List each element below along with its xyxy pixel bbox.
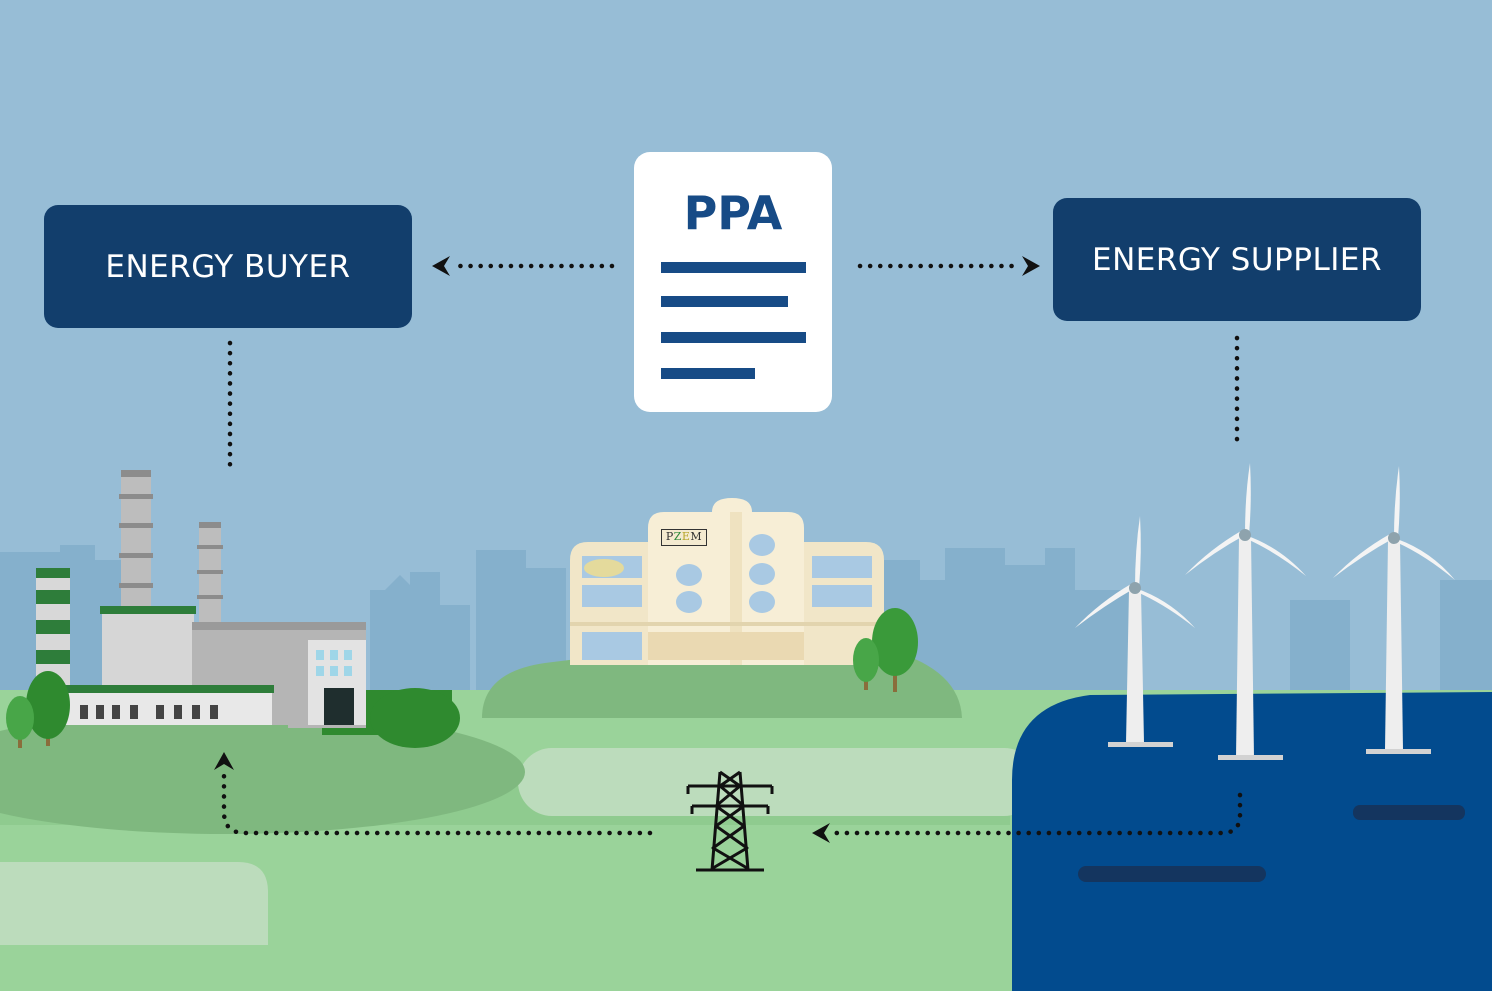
office-building (570, 498, 884, 665)
ppa-title: PPA (683, 186, 783, 240)
transmission-tower-icon (686, 770, 774, 872)
arrowheads (214, 256, 1040, 843)
arrow-right-icon (1022, 256, 1040, 276)
path-strip-upper (518, 748, 1038, 816)
energy-supplier-box: ENERGY SUPPLIER (1053, 198, 1421, 321)
building-sign-logo: PZEM (661, 529, 707, 546)
power-plant (36, 470, 460, 748)
dotted-connectors (221, 263, 1243, 836)
document-line (661, 262, 806, 273)
energy-buyer-box: ENERGY BUYER (44, 205, 412, 328)
document-line (661, 296, 788, 307)
ppa-document-icon: PPA (634, 152, 832, 412)
arrow-up-icon (214, 752, 234, 770)
arrow-left-icon (432, 256, 450, 276)
wind-turbine-2 (1185, 463, 1306, 760)
trees-left (6, 671, 70, 748)
arrow-left-icon (812, 823, 830, 843)
path-strip-lower (0, 862, 268, 945)
energy-buyer-label: ENERGY BUYER (105, 248, 351, 285)
energy-supplier-label: ENERGY SUPPLIER (1092, 241, 1382, 278)
sea (1012, 692, 1492, 991)
document-line (661, 368, 755, 379)
turbines-to-tower-connector (832, 792, 1243, 836)
wind-turbine-1 (1075, 516, 1195, 747)
wind-turbine-3 (1333, 466, 1455, 754)
trees-center (853, 608, 918, 692)
document-line (661, 332, 806, 343)
tower-to-plant-connector (221, 769, 653, 836)
